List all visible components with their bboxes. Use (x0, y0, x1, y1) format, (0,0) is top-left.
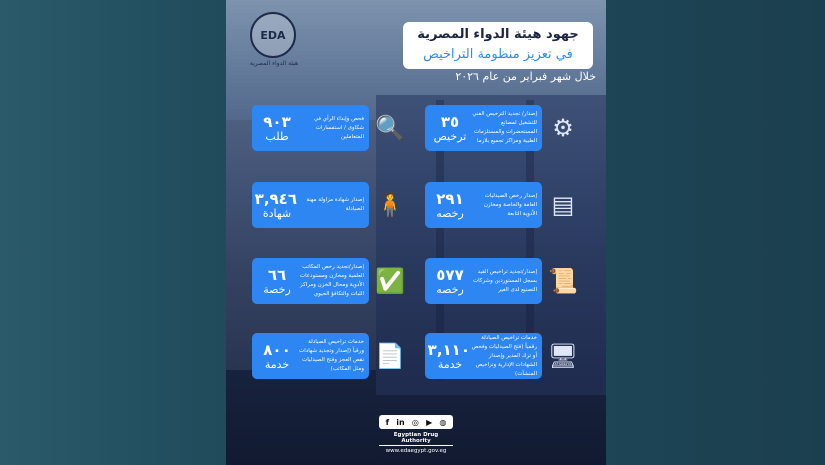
instagram-icon[interactable]: ◎ (411, 417, 419, 427)
eda-logo-arabic: هيئة الدواء المصرية (249, 60, 299, 67)
stat-unit: طلب (265, 129, 289, 143)
youtube-icon[interactable]: ▶ (426, 417, 433, 427)
stat-unit: خدمة (264, 357, 290, 371)
stat-unit: خدمة (437, 357, 463, 371)
stat-card: إصدار/ تجديد الترخيص الفني للتشغيل لمصان… (425, 105, 542, 151)
website-url[interactable]: www.edaegypt.gov.eg (385, 448, 447, 454)
stat-unit: ترخيص (433, 129, 467, 143)
stat-number: ٣,١١٠ (427, 340, 470, 359)
stat-unit: رخصه (436, 282, 464, 296)
stat-description: إصدار/تجديد تراخيص القيد بسجل المستوردين… (472, 268, 537, 293)
stat-number: ٦٦ (267, 265, 287, 284)
gear-icon: ⚙ (552, 114, 574, 142)
title-line-1: جهود هيئة الدواء المصرية (417, 27, 579, 42)
eda-logo: EDA (250, 12, 296, 58)
stat-number: ٩٠٣ (263, 112, 291, 131)
stat-description: فحص وإبداء الرأي في شكاوى / استفسارات ال… (313, 115, 364, 140)
social-links: f in ◎ ▶ ◍ (379, 415, 453, 429)
org-name: Egyptian Drug Authority (379, 432, 453, 446)
stat-number: ٣٥ (440, 112, 460, 131)
website-icon[interactable]: ◍ (439, 417, 447, 427)
stat-unit: شهادة (262, 206, 292, 220)
title-box: جهود هيئة الدواء المصرية في تعزيز منظومة… (403, 22, 593, 69)
stat-number: ٣,٩٤٦ (254, 189, 297, 208)
stat-number: ٨٠٠ (263, 340, 291, 359)
stat-description: خدمات تراخيص الصيادلة ورقياً (إصدار وتجد… (299, 339, 364, 372)
computer-icon: 🖥 (547, 342, 579, 370)
title-line-2: في تعزيز منظومة التراخيص (423, 47, 573, 62)
paper-icon: 📄 (375, 342, 405, 370)
stat-description: إصدار رخص الصيدليات العامة والخاصة ومخاز… (483, 192, 537, 217)
stat-number: ٢٩١ (436, 189, 464, 208)
scroll-icon: 📜 (548, 267, 578, 295)
infographic-poster: EDA هيئة الدواء المصرية جهود هيئة الدواء… (226, 0, 606, 465)
linkedin-icon[interactable]: in (396, 417, 405, 427)
stat-number: ٥٧٧ (436, 265, 464, 284)
stat-card: خدمات تراخيص الصيادلة ورقياً (إصدار وتجد… (252, 333, 369, 379)
stat-unit: رخصة (263, 282, 291, 296)
footer: f in ◎ ▶ ◍ Egyptian Drug Authority www.e… (379, 415, 453, 460)
stat-card: خدمات تراخيص الصيادلة رقمياً (فتح الصيدل… (425, 333, 542, 379)
stat-description: خدمات تراخيص الصيادلة رقمياً (فتح الصيدل… (471, 334, 537, 377)
stat-card: إصدار/تجديد تراخيص القيد بسجل المستوردين… (425, 258, 542, 304)
stat-description: إصدار/تجديد رخص المكاتب العلمية ومخازن و… (299, 264, 364, 297)
stat-description: إصدار شهادة مزاولة مهنة الصيادلة (306, 197, 364, 212)
stat-card: فحص وإبداء الرأي في شكاوى / استفسارات ال… (252, 105, 369, 151)
subtitle: خلال شهر فبراير من عام ٢٠٢٦ (455, 70, 596, 83)
pharmacist-icon: 🧍 (375, 191, 405, 219)
certificate-icon: ✅ (375, 267, 405, 295)
facebook-icon[interactable]: f (385, 417, 390, 427)
documents-icon: ▤ (551, 191, 575, 219)
magnifier-icon: 🔍 (375, 114, 405, 142)
stat-description: إصدار/ تجديد الترخيص الفني للتشغيل لمصان… (472, 111, 537, 144)
stat-card: إصدار/تجديد رخص المكاتب العلمية ومخازن و… (252, 258, 369, 304)
stat-unit: رخصه (436, 206, 464, 220)
stat-card: إصدار رخص الصيدليات العامة والخاصة ومخاز… (425, 182, 542, 228)
